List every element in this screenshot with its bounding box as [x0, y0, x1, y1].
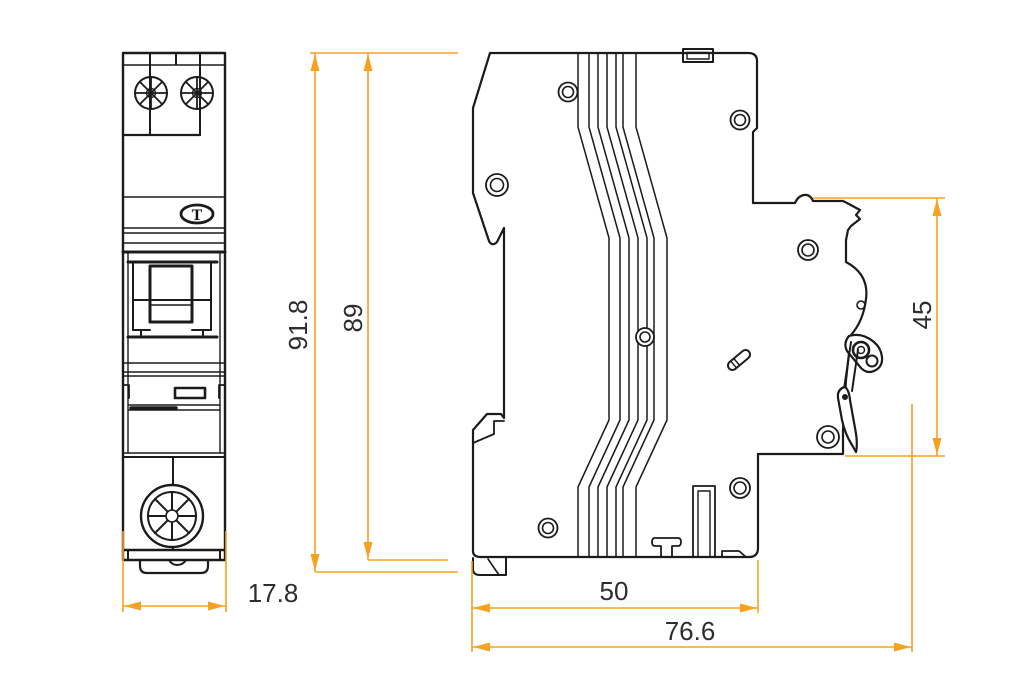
- slot-outer: [692, 485, 716, 558]
- brand-logo: T: [179, 203, 215, 225]
- dim-text-front-height: 91.8: [283, 300, 313, 351]
- bottom-terminal-screw: [139, 483, 205, 549]
- side-outline: [471, 51, 868, 559]
- slot-inner: [697, 490, 711, 558]
- latch-blade: [836, 385, 858, 454]
- dim-text-rail-depth: 50: [600, 576, 629, 606]
- side-left-clip-notch: [472, 420, 505, 444]
- side-left-foot: [472, 557, 507, 576]
- terminal-screw-left: [134, 76, 168, 110]
- din-latch-mechanism: [836, 333, 884, 454]
- dim-text-clip-height: 45: [907, 301, 937, 330]
- dim-text-body-height: 89: [338, 304, 368, 333]
- front-mid-lines: [122, 362, 226, 377]
- front-band-lines: [122, 196, 226, 244]
- label-side-tabs: [122, 384, 226, 399]
- dim-text-width: 17.8: [248, 578, 299, 608]
- front-view: T: [121, 51, 227, 575]
- brand-logo-letter: T: [192, 207, 203, 224]
- dimension-annotations: 91.8 89 17.8 50 76.6 45: [122, 52, 945, 652]
- toggle-handle: [148, 264, 194, 324]
- ext-bottom-dims: [471, 404, 913, 652]
- side-rib-lines: [577, 53, 668, 557]
- label-window: [173, 386, 207, 400]
- dim-text-overall-depth: 76.6: [665, 616, 716, 646]
- dimension-arrowheads: [124, 54, 942, 652]
- front-outline: [121, 51, 227, 562]
- side-bottom-features: [472, 485, 747, 576]
- front-bottom-ticks: [127, 549, 221, 561]
- label-window-section: [122, 384, 226, 411]
- latch-arm: [843, 341, 859, 392]
- rivets: [485, 81, 866, 539]
- ext-17-8: [122, 531, 227, 612]
- side-view: [471, 48, 884, 576]
- toggle-switch: [126, 260, 219, 339]
- front-inner-edges: [127, 251, 221, 454]
- front-din-clip: [138, 558, 210, 575]
- t-pin: [651, 537, 682, 558]
- side-top-tab: [682, 48, 714, 63]
- ext-45: [813, 197, 945, 457]
- terminal-screw-right: [180, 76, 214, 110]
- bean-detail: [726, 349, 752, 371]
- bottom-notch: [721, 550, 747, 558]
